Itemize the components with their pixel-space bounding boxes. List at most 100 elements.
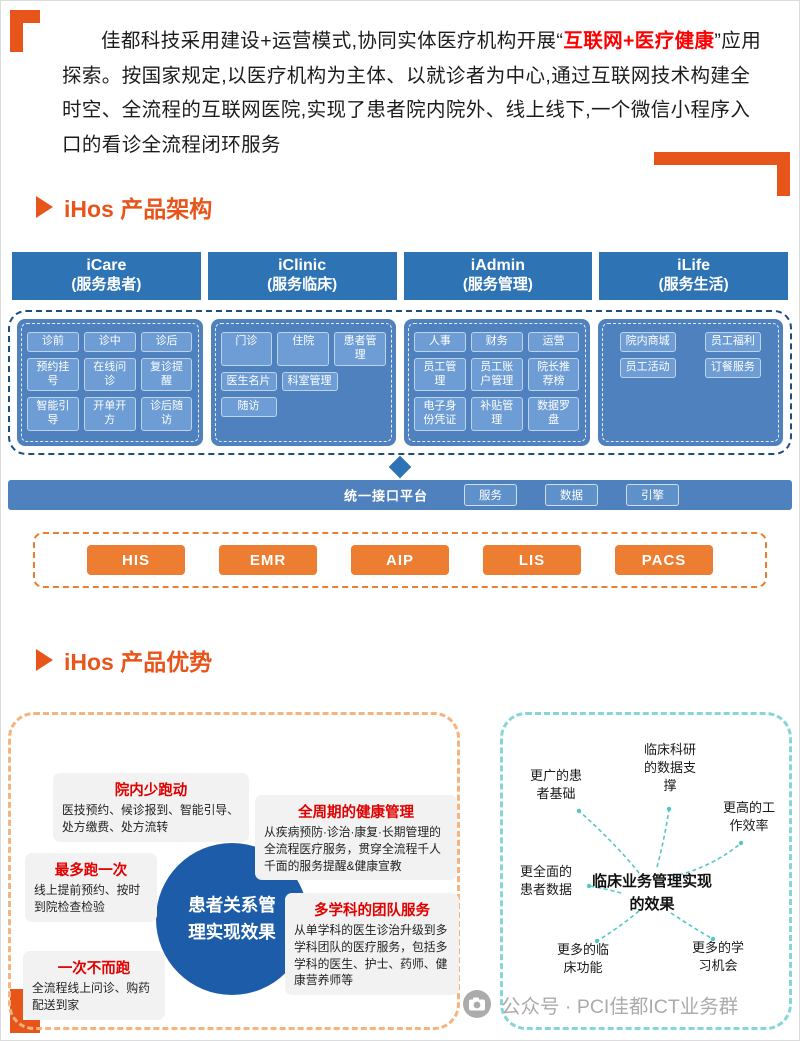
module-chip: 医生名片 — [220, 371, 277, 392]
platform-tag: 服务 — [464, 484, 517, 506]
module-chip: 患者管理 — [334, 332, 386, 366]
system-chip: PACS — [615, 545, 713, 575]
column-header-iadmin: iAdmin (服务管理) — [403, 252, 593, 300]
system-chip: EMR — [219, 545, 317, 575]
advantage-body: 医技预约、候诊报到、智能引导、处方缴费、处方流转 — [62, 803, 239, 834]
module-chip: 在线问诊 — [83, 357, 136, 392]
advantage-body: 全流程线上问诊、购药配送到家 — [32, 981, 150, 1012]
intro-highlight: 互联网+医疗健康 — [563, 30, 715, 52]
advantage-title: 一次不而跑 — [57, 961, 131, 977]
module-chip: 诊后 — [140, 332, 193, 352]
module-chip: 诊中 — [83, 332, 136, 352]
module-chip: 数据罗盘 — [527, 397, 580, 431]
module-chip: 人事 — [414, 332, 466, 352]
mindmap-node: 临床科研的数据支撑 — [643, 742, 696, 794]
module-chip: 随访 — [220, 397, 277, 417]
column-subtitle: (服务患者) — [71, 276, 142, 293]
module-row: 诊前 诊中 诊后 — [27, 332, 193, 352]
advantage-title: 最多跑一次 — [54, 863, 128, 879]
mindmap-node: 更广的患者基础 — [529, 768, 582, 802]
module-panel-iclinic: 门诊 住院 患者管理 医生名片 科室管理 随访 — [210, 319, 396, 446]
system-chip: AIP — [351, 545, 449, 575]
hospital-systems-container: HIS EMR AIP LIS PACS — [33, 532, 767, 588]
advantage-body: 从疾病预防·诊治·康复·长期管理的全流程医疗服务，贯穿全流程千人千面的服务提醒&… — [264, 825, 441, 873]
mindmap-center-label: 临床业务管理实现的效果 — [591, 873, 712, 913]
advantage-title: 全周期的健康管理 — [298, 805, 414, 821]
module-chip: 订餐服务 — [704, 357, 761, 378]
advantage-item: 最多跑一次 线上提前预约、按时到院检查检验 — [25, 853, 157, 922]
architecture-modules-container: 诊前 诊中 诊后 预约挂号 在线问诊 复诊提醒 智能引导 开单开方 诊后随访 门… — [8, 310, 792, 455]
mindmap-node: 更高的工作效率 — [722, 800, 775, 834]
interface-platform-bar: 统一接口平台 服务 数据 引擎 — [8, 480, 792, 510]
section-title-text: iHos 产品优势 — [64, 649, 213, 675]
module-row: 预约挂号 在线问诊 复诊提醒 — [27, 357, 193, 392]
platform-tag: 引擎 — [626, 484, 679, 506]
column-subtitle: (服务管理) — [462, 276, 533, 293]
architecture-column-headers: iCare (服务患者) iClinic (服务临床) iAdmin (服务管理… — [12, 252, 788, 300]
module-chip: 员工福利 — [704, 332, 761, 352]
module-panel-iadmin: 人事 财务 运营 员工管理 员工账户管理 院长推荐榜 电子身份凭证 补贴管理 数… — [404, 319, 590, 446]
module-row: 智能引导 开单开方 诊后随访 — [27, 397, 193, 431]
section-title-text: iHos 产品架构 — [64, 196, 213, 222]
module-chip: 运营 — [527, 332, 580, 352]
column-title: iClinic — [278, 257, 327, 274]
module-chip: 员工管理 — [414, 357, 466, 392]
mindmap-connector-lines — [576, 806, 744, 944]
column-title: iLife — [677, 257, 711, 274]
column-title: iAdmin — [470, 257, 525, 274]
module-panel-ilife: 院内商城 员工福利 员工活动 订餐服务 — [597, 319, 783, 446]
clinical-mindmap-panel: 临床业务管理实现的效果 更广的患者基础 临床科研的数据支撑 更高的工作效率 更全… — [500, 712, 792, 1030]
module-chip: 智能引导 — [27, 397, 79, 431]
module-row: 医生名片 科室管理 — [220, 371, 387, 392]
module-row: 电子身份凭证 补贴管理 数据罗盘 — [414, 397, 580, 431]
corner-bracket-right-icon — [654, 152, 790, 196]
module-chip: 电子身份凭证 — [414, 397, 466, 431]
section-title-architecture: iHos 产品架构 — [36, 190, 212, 224]
advantage-title: 多学科的团队服务 — [314, 903, 430, 919]
module-chip: 院长推荐榜 — [527, 357, 580, 392]
advantage-item: 多学科的团队服务 从单学科的医生诊治升级到多学科团队的医疗服务，包括多学科的医生… — [285, 893, 459, 995]
advantage-item: 一次不而跑 全流程线上问诊、购药配送到家 — [23, 951, 165, 1020]
advantage-item: 院内少跑动 医技预约、候诊报到、智能引导、处方缴费、处方流转 — [53, 773, 249, 842]
advantage-item: 全周期的健康管理 从疾病预防·诊治·康复·长期管理的全流程医疗服务，贯穿全流程千… — [255, 795, 457, 881]
module-chip: 员工活动 — [619, 357, 676, 378]
module-chip: 诊后随访 — [140, 397, 193, 431]
platform-tags: 服务 数据 引擎 — [464, 484, 679, 506]
intro-text-prefix: 佳都科技采用建设+运营模式,协同实体医疗机构开展“ — [101, 30, 564, 52]
platform-tag: 数据 — [545, 484, 598, 506]
module-row: 随访 — [220, 397, 387, 417]
intro-text-suffix: ”应用探索。按国家规定,以医疗机构为主体、以就诊者为中心,通过互联网技术构建全时… — [62, 30, 762, 157]
module-chip: 补贴管理 — [470, 397, 523, 431]
column-subtitle: (服务生活) — [658, 276, 729, 293]
module-chip: 复诊提醒 — [140, 357, 193, 392]
corner-bracket-top-left-icon — [10, 10, 40, 52]
module-chip: 员工账户管理 — [470, 357, 523, 392]
module-chip: 财务 — [470, 332, 523, 352]
watermark: 公众号 · PCI佳都ICT业务群 — [462, 989, 738, 1019]
camera-icon — [463, 990, 491, 1018]
mindmap-node: 更多的临床功能 — [556, 942, 609, 976]
module-chip: 预约挂号 — [27, 357, 79, 392]
connector-diamond-icon — [388, 455, 412, 479]
intro-paragraph: 佳都科技采用建设+运营模式,协同实体医疗机构开展“互联网+医疗健康”应用探索。按… — [62, 24, 764, 163]
advantage-body: 线上提前预约、按时到院检查检验 — [34, 883, 141, 914]
module-chip: 院内商城 — [619, 332, 676, 352]
module-chip: 住院 — [277, 332, 330, 366]
module-row: 院内商城 员工福利 — [608, 332, 774, 352]
column-header-icare: iCare (服务患者) — [12, 252, 201, 300]
patient-advantages-panel: 患者关系管理实现效果 院内少跑动 医技预约、候诊报到、智能引导、处方缴费、处方流… — [8, 712, 460, 1030]
section-title-advantages: iHos 产品优势 — [36, 643, 212, 677]
column-subtitle: (服务临床) — [267, 276, 338, 293]
column-header-ilife: iLife (服务生活) — [599, 252, 788, 300]
module-row: 门诊 住院 患者管理 — [220, 332, 387, 366]
module-chip: 诊前 — [27, 332, 79, 352]
platform-label: 统一接口平台 — [344, 488, 429, 504]
advantage-body: 从单学科的医生诊治升级到多学科团队的医疗服务，包括多学科的医生、护士、药师、健康… — [294, 923, 448, 988]
module-row: 员工管理 员工账户管理 院长推荐榜 — [414, 357, 580, 392]
system-chip: LIS — [483, 545, 581, 575]
watermark-text: 公众号 · PCI佳都ICT业务群 — [501, 995, 739, 1018]
triangle-bullet-icon — [36, 196, 53, 218]
module-chip: 开单开方 — [83, 397, 136, 431]
module-panel-icare: 诊前 诊中 诊后 预约挂号 在线问诊 复诊提醒 智能引导 开单开方 诊后随访 — [17, 319, 203, 446]
